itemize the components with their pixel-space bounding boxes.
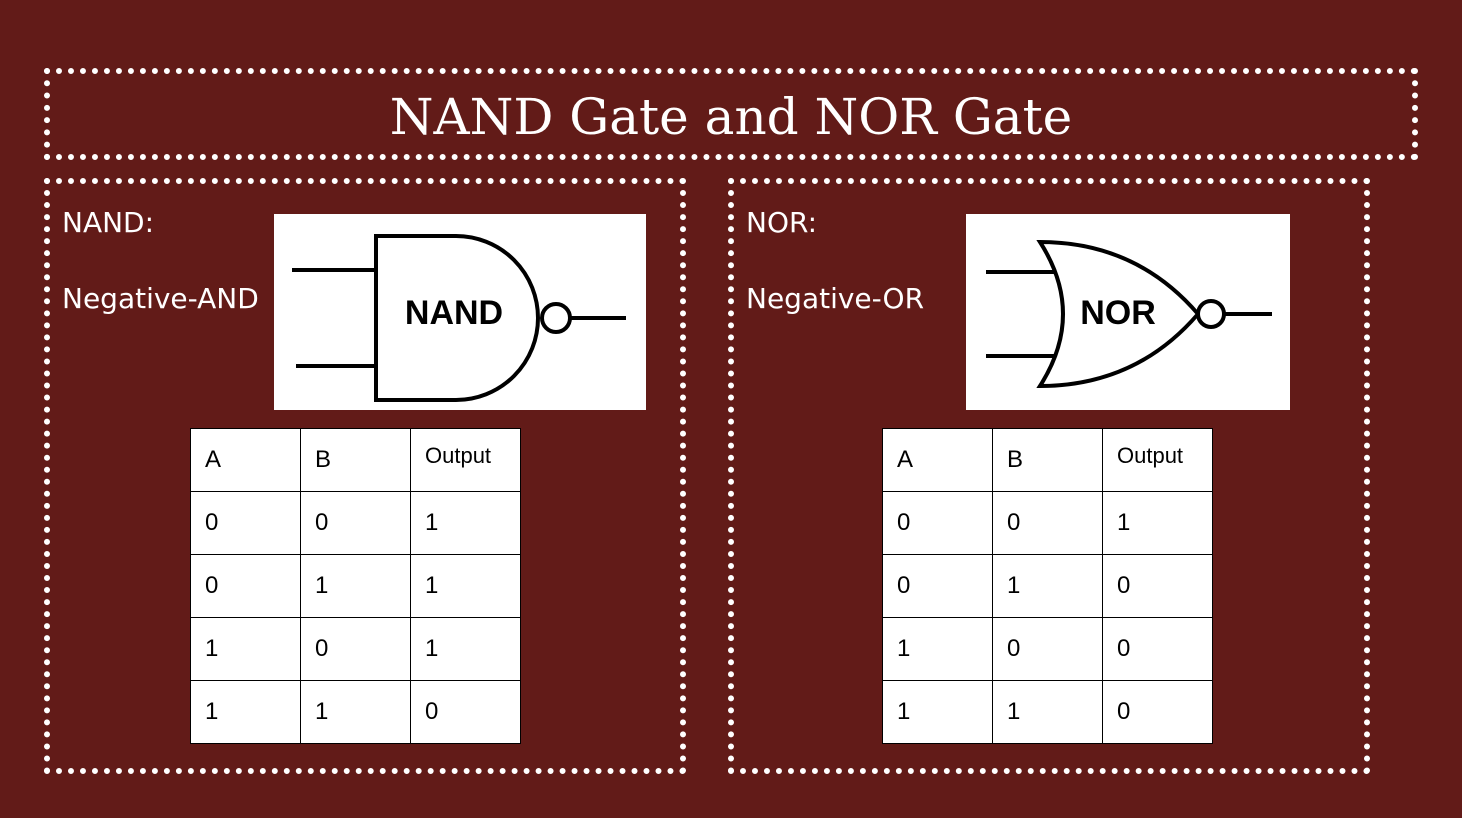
table-row: 0 1 0 [882, 554, 1213, 618]
header-cell: B [992, 428, 1103, 492]
table-row: 1 1 0 [190, 680, 521, 744]
title-box: NAND Gate and NOR Gate [44, 68, 1418, 160]
nand-gate-symbol: NAND [292, 234, 626, 402]
table-cell: 0 [190, 491, 301, 555]
table-cell: 1 [1102, 491, 1213, 555]
table-row: 0 0 1 [882, 491, 1213, 555]
table-cell: 0 [410, 680, 521, 744]
nor-inverter-bubble [1196, 299, 1226, 329]
header-cell: A [882, 428, 993, 492]
table-cell: 0 [882, 491, 993, 555]
nand-truth-table: A B Output 0 0 1 0 1 1 1 0 1 1 [190, 428, 521, 744]
table-cell: 1 [300, 554, 411, 618]
nor-gate-diagram: NOR [966, 214, 1290, 410]
nor-gate-label: NOR [1080, 294, 1156, 332]
header-cell: A [190, 428, 301, 492]
table-row: 1 1 0 [882, 680, 1213, 744]
table-header-row: A B Output [190, 428, 521, 492]
table-cell: 0 [882, 554, 993, 618]
table-cell: 0 [300, 617, 411, 681]
table-cell: 1 [882, 617, 993, 681]
table-cell: 1 [992, 554, 1103, 618]
table-cell: 0 [1102, 554, 1213, 618]
nand-inverter-bubble [540, 302, 572, 334]
table-cell: 0 [992, 491, 1103, 555]
nand-gate-label: NAND [405, 294, 503, 332]
table-cell: 1 [300, 680, 411, 744]
nand-body [374, 234, 540, 402]
nand-gate-diagram: NAND [274, 214, 646, 410]
nor-truth-table: A B Output 0 0 1 0 1 0 1 0 0 1 [882, 428, 1213, 744]
table-cell: 0 [1102, 617, 1213, 681]
nor-description: Negative-OR [746, 282, 925, 315]
nand-description: Negative-AND [62, 282, 259, 315]
table-cell: 0 [190, 554, 301, 618]
table-header-row: A B Output [882, 428, 1213, 492]
nor-body [1036, 239, 1201, 389]
table-cell: 1 [410, 617, 521, 681]
header-cell: B [300, 428, 411, 492]
header-cell: Output [1102, 428, 1213, 492]
table-row: 1 0 0 [882, 617, 1213, 681]
table-cell: 0 [992, 617, 1103, 681]
table-row: 1 0 1 [190, 617, 521, 681]
nor-panel: NOR: Negative-OR NOR A B Output 0 0 1 [728, 178, 1370, 774]
header-cell: Output [410, 428, 521, 492]
table-cell: 1 [190, 680, 301, 744]
table-row: 0 1 1 [190, 554, 521, 618]
nand-name: NAND: [62, 206, 155, 239]
table-cell: 1 [410, 491, 521, 555]
nor-name: NOR: [746, 206, 818, 239]
table-cell: 1 [190, 617, 301, 681]
nand-panel: NAND: Negative-AND NAND A B Output 0 0 1 [44, 178, 686, 774]
page-title: NAND Gate and NOR Gate [389, 88, 1073, 146]
table-cell: 0 [300, 491, 411, 555]
table-cell: 1 [882, 680, 993, 744]
nor-gate-symbol: NOR [986, 239, 1272, 389]
table-cell: 1 [992, 680, 1103, 744]
table-cell: 1 [410, 554, 521, 618]
table-cell: 0 [1102, 680, 1213, 744]
table-row: 0 0 1 [190, 491, 521, 555]
